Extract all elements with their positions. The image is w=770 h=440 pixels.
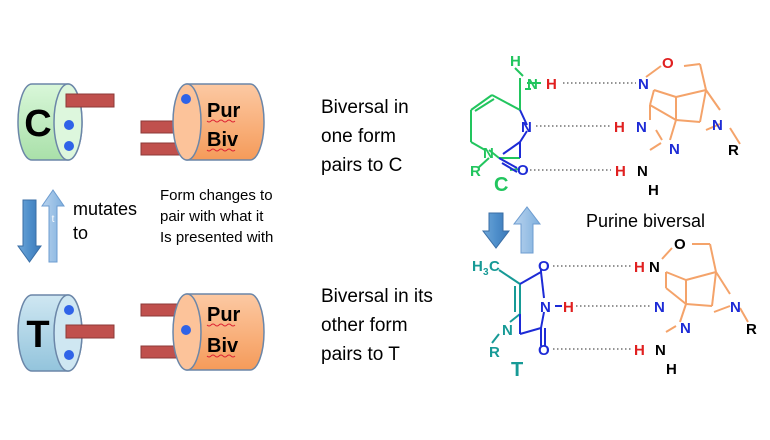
mutates-line1: mutates — [73, 199, 138, 219]
purbiv-cylinder-top: Pur Biv — [140, 83, 265, 161]
chem-arrows — [481, 206, 542, 254]
chem-c-r-right: R — [728, 142, 739, 159]
chem-structure-t: H 3 C O N H N O R T H N O N N N R H N H — [472, 236, 757, 381]
chem-c-h-bot2: H — [648, 182, 659, 199]
c-bar — [65, 93, 115, 108]
chem-c-r-left: R — [470, 163, 481, 180]
chem-t-n-iso: N — [649, 259, 660, 276]
t-bar — [65, 324, 115, 339]
chem-c-h-mid: H — [614, 119, 625, 136]
t-cylinder: T — [17, 294, 115, 372]
c-base-letter: C — [24, 103, 51, 145]
chem-c-n-ring3: N — [521, 119, 532, 136]
chem-t-h3c-sub: 3 — [483, 267, 489, 278]
chem-t-r-right: R — [746, 321, 757, 338]
chem-t-o-top: O — [538, 258, 550, 275]
t-dot-lower — [64, 350, 74, 360]
caption-bottom-line2: other form — [321, 315, 408, 336]
chem-t-n-amino: N — [655, 342, 666, 359]
purbiv-top-line1: Pur — [207, 100, 241, 122]
chem-c-o-left: O — [517, 162, 529, 179]
purbiv-cylinder-bottom: Pur Biv — [140, 293, 265, 371]
chem-structure-c: H N H N N R O C N O H N N N R H N H — [470, 53, 741, 199]
chem-c-n-ring1: N — [483, 145, 494, 162]
biv-dot-top — [181, 94, 191, 104]
chem-t-n-ring1: N — [502, 322, 513, 339]
chem-c-h-top: H — [510, 53, 521, 70]
purbiv-bottom-line2: Biv — [207, 335, 239, 357]
mutation-arrows: t — [17, 189, 65, 263]
chem-t-o-ring: O — [674, 236, 686, 253]
caption-bottom: Biversal in its other form pairs to T — [321, 282, 433, 369]
chem-c-label: C — [494, 174, 508, 196]
c-cylinder: C — [17, 83, 115, 161]
chem-t-h-bot: H — [634, 342, 645, 359]
biv-dot-mid — [181, 325, 191, 335]
chem-c-n-amino2: N — [637, 163, 648, 180]
purine-biversal-label: Purine biversal — [586, 211, 706, 231]
chem-t-n-pur2: N — [680, 320, 691, 337]
caption-top: Biversal in one form pairs to C — [321, 93, 409, 180]
form-line3: Is presented with — [160, 229, 274, 246]
chem-t-r-left: R — [489, 344, 500, 361]
mutates-line2: to — [73, 223, 89, 243]
form-line2: pair with what it — [160, 208, 264, 225]
chem-t-n-ring3: N — [540, 299, 551, 316]
t-base-letter: T — [26, 314, 49, 356]
chem-t-h3c-c: C — [489, 258, 500, 275]
chem-t-h-top: H — [634, 259, 645, 276]
chem-t-h3c-h: H — [472, 258, 483, 275]
caption-top-line2: one form — [321, 126, 396, 147]
form-line1: Form changes to — [160, 187, 273, 204]
purbiv-top-line2: Biv — [207, 129, 239, 151]
caption-bottom-line3: pairs to T — [321, 344, 400, 365]
chem-c-n-amino: N — [527, 76, 538, 93]
chem-c-h-bot: H — [615, 163, 626, 180]
chem-c-n-pur3: N — [712, 117, 723, 134]
chem-t-h-link: H — [563, 299, 574, 316]
t-dot-upper — [64, 305, 74, 315]
c-dot-upper — [64, 120, 74, 130]
chem-c-o-ring: O — [662, 55, 674, 72]
chem-c-n-iso: N — [638, 76, 649, 93]
chem-c-h-link: H — [546, 76, 557, 93]
chem-t-n-pur3: N — [730, 299, 741, 316]
chem-t-o-left: O — [538, 342, 550, 359]
chem-c-n-pur1: N — [636, 119, 647, 136]
form-changes-note: Form changes to pair with what it Is pre… — [160, 185, 273, 248]
caption-top-line1: Biversal in — [321, 97, 409, 118]
chem-t-h-bot2: H — [666, 361, 677, 378]
caption-bottom-line1: Biversal in its — [321, 286, 433, 307]
mutates-label: mutates to — [73, 197, 137, 245]
chem-t-n-pur1: N — [654, 299, 665, 316]
svg-text:t: t — [52, 214, 55, 225]
purbiv-bottom-line1: Pur — [207, 304, 241, 326]
chem-t-label: T — [511, 359, 523, 381]
caption-top-line3: pairs to C — [321, 155, 403, 176]
chem-c-n-pur2: N — [669, 141, 680, 158]
c-dot-lower — [64, 141, 74, 151]
